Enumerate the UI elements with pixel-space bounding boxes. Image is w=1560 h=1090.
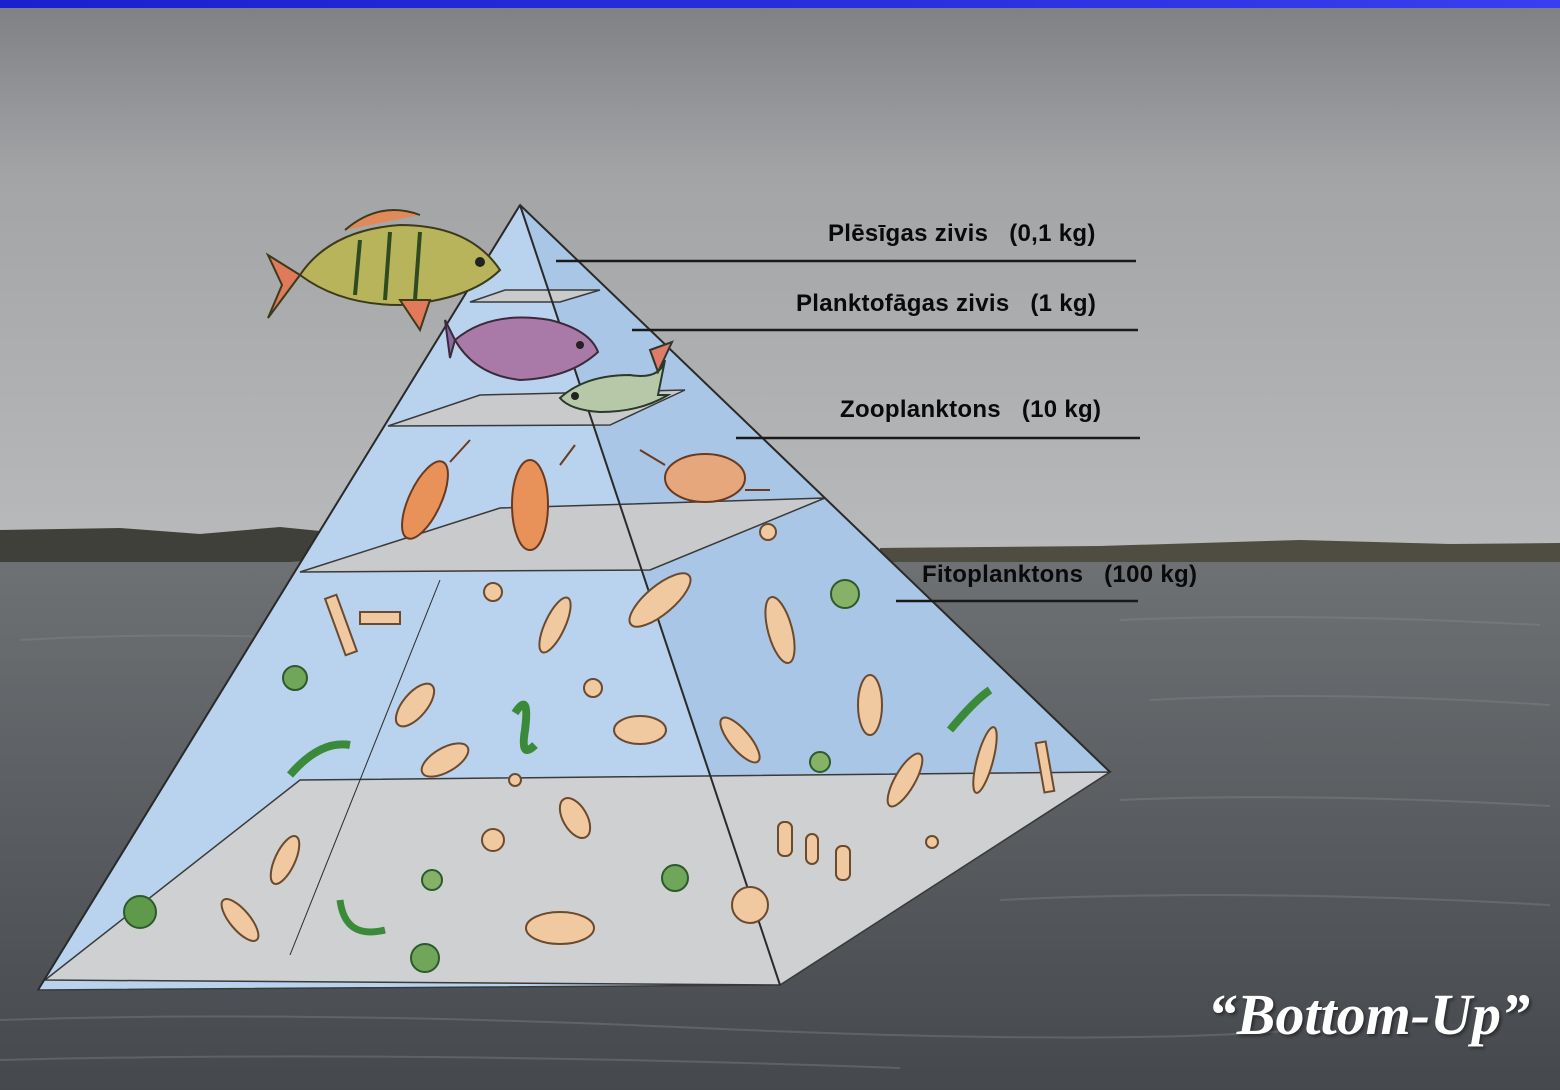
level-label-zooplankton: Zooplanktons (10 kg) (840, 396, 1101, 424)
bottom-up-caption: “Bottom-Up” (1208, 981, 1530, 1048)
level-label-planktivorous-fish: Planktofāgas zivis (1 kg) (796, 290, 1096, 318)
level-label-predatory-fish: Plēsīgas zivis (0,1 kg) (828, 220, 1096, 248)
level-label-phytoplankton: Fitoplanktons (100 kg) (922, 561, 1197, 589)
